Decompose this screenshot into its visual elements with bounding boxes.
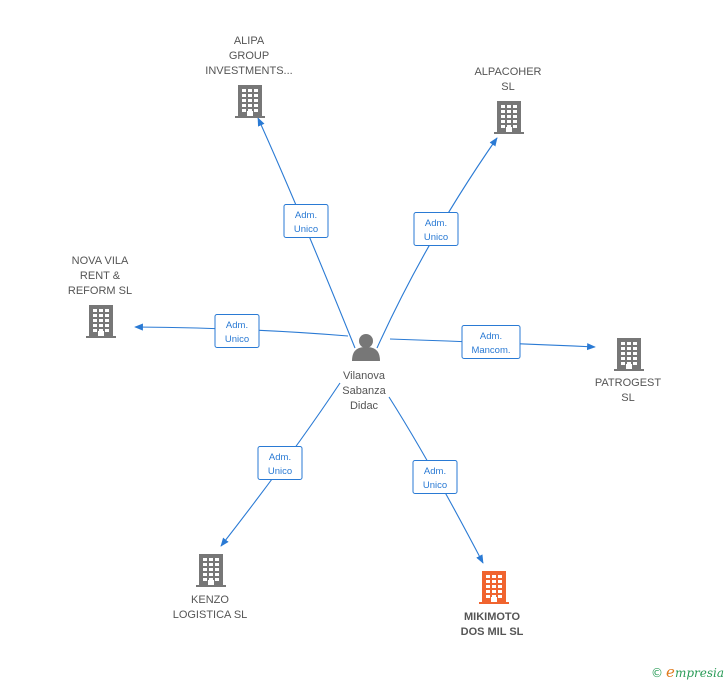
copyright-icon: © xyxy=(651,666,664,680)
svg-text:Adm.Unico: Adm.Unico xyxy=(268,452,292,477)
person-icon[interactable] xyxy=(352,334,380,361)
building-icon-mikimoto[interactable] xyxy=(479,571,509,604)
svg-text:Adm.Unico: Adm.Unico xyxy=(225,320,249,345)
relation-label-mikimoto[interactable]: Adm.Unico xyxy=(412,460,458,494)
building-icon-patrogest[interactable] xyxy=(614,338,644,371)
relation-label-alpacoher[interactable]: Adm.Unico xyxy=(413,212,459,246)
svg-text:Adm.Mancom.: Adm.Mancom. xyxy=(471,331,510,356)
building-icon-kenzo[interactable] xyxy=(196,554,226,587)
building-icon-nova-vila[interactable] xyxy=(86,305,116,338)
building-icon-alipa[interactable] xyxy=(235,85,265,118)
relation-label-alipa[interactable]: Adm.Unico xyxy=(283,204,329,238)
svg-text:Adm.Unico: Adm.Unico xyxy=(294,210,318,235)
empresia-logo: ©empresia xyxy=(651,663,724,681)
building-icon-alpacoher[interactable] xyxy=(494,101,524,134)
relation-label-kenzo[interactable]: Adm.Unico xyxy=(257,446,303,480)
svg-text:Adm.Unico: Adm.Unico xyxy=(423,466,447,491)
relation-label-patrogest[interactable]: Adm.Mancom. xyxy=(461,325,521,359)
svg-text:Adm.Unico: Adm.Unico xyxy=(424,218,448,243)
relation-label-nova-vila[interactable]: Adm.Unico xyxy=(214,314,260,348)
